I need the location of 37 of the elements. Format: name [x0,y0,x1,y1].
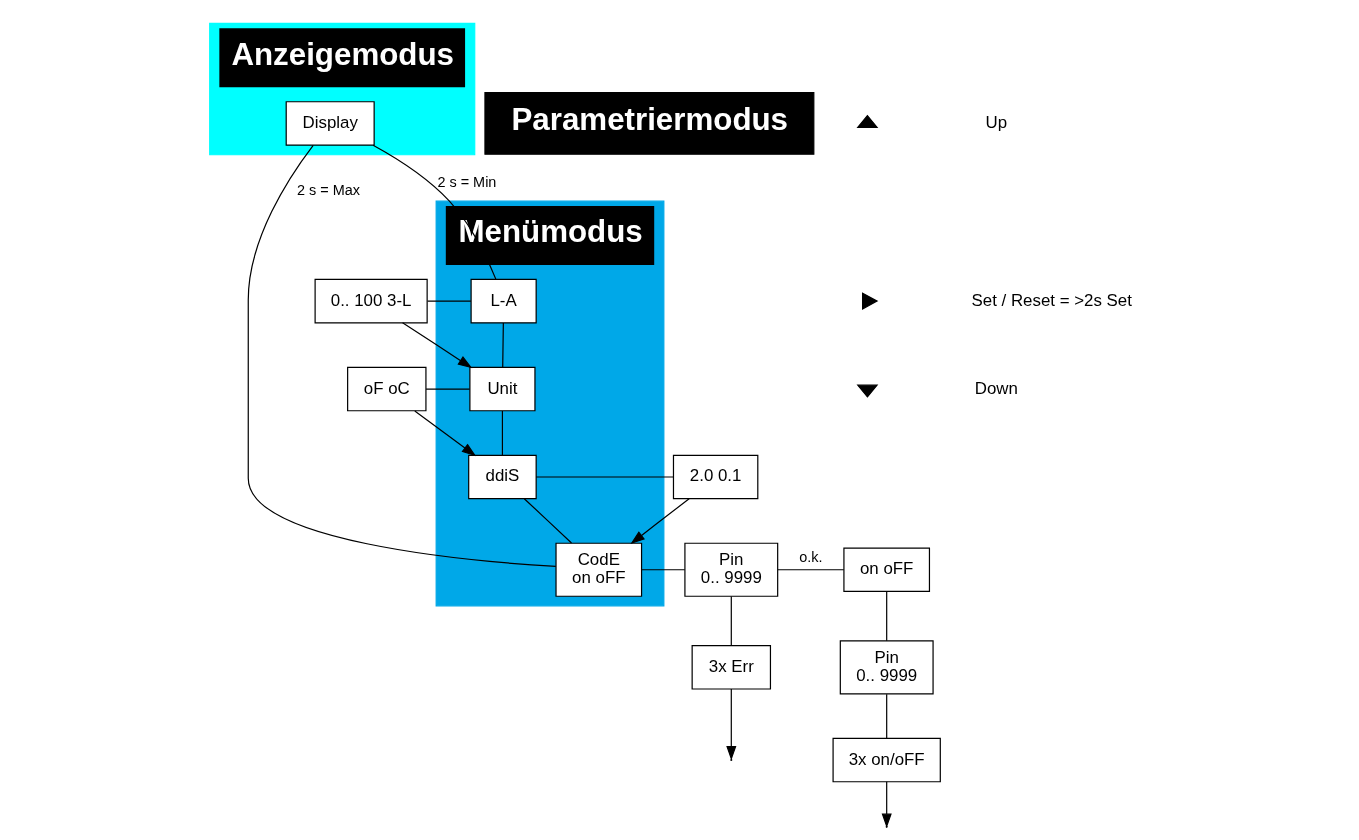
node-box: Pin 0.. 9999 [684,542,779,597]
connector [502,321,504,368]
legend-label: Down [974,378,1018,398]
node-box: Parametriermodus [484,91,815,155]
connector [535,475,674,478]
connector [523,497,573,544]
connector [777,568,845,570]
node-box: Unit [469,366,536,411]
connector [425,387,471,390]
node-box: CodE on oFF [555,542,643,597]
edge-label: 2 s = Max [296,181,360,198]
node-box: ddiS [468,454,537,499]
connector [426,300,472,302]
connector [501,409,504,456]
arrow [401,321,473,368]
node-box: 2.0 0.1 [672,454,759,499]
connector [886,590,888,641]
connector [886,693,888,739]
connector [247,144,557,567]
node-box: 3x on/oFF [832,737,941,782]
node-box: on oFF [843,546,931,592]
connector [641,568,686,570]
node-box: 0.. 100 3-L [314,278,428,323]
legend-label: Set / Reset = >2s Set [971,290,1132,310]
node-box: Pin 0.. 9999 [839,639,934,694]
edge-label: 2 s = Min [437,173,497,190]
connector [372,144,497,280]
edge-label: o.k. [799,548,823,565]
arrow [414,409,477,456]
node-box: oF oC [347,366,427,411]
arrow [726,687,737,761]
node-box: 3x Err [691,644,772,690]
arrow [630,497,690,544]
connector [730,595,732,646]
node-box: Display [285,100,375,146]
legend-label: Up [985,112,1008,132]
node-box: L-A [470,278,537,323]
